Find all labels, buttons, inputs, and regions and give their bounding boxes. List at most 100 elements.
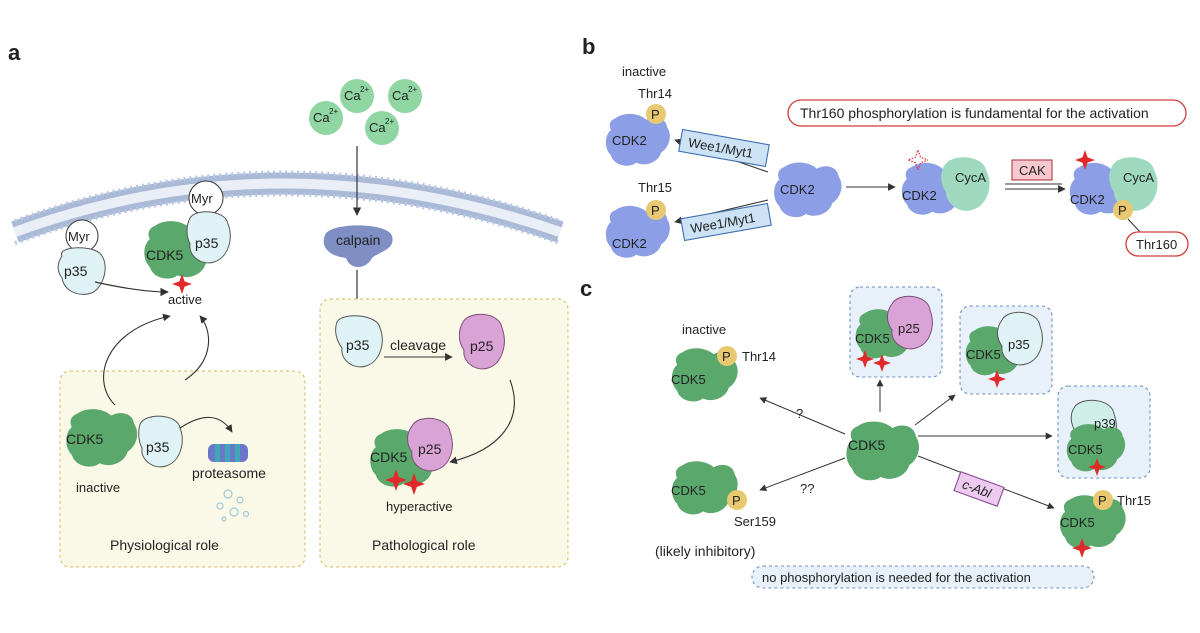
panel-letter-b: b [582,34,595,59]
cdk5-hyperactive-label: CDK5 [370,449,408,465]
peptide-fragments-icon [216,489,250,522]
calpain-label: calpain [336,232,380,248]
active-star [172,274,192,294]
cdk5-inactive-label: CDK5 [66,431,104,447]
p35-bound [186,211,231,264]
no-phospho-note-box [751,565,1095,589]
thr15-label-c: Thr15 [1117,493,1151,508]
p35-pathological [335,315,383,368]
calcium-label-1: Ca [344,88,361,103]
thr160-label: Thr160 [1136,237,1177,252]
phospho-p-thr15-b: P [651,203,660,218]
phospho-p-thr15-c: P [1098,493,1107,508]
phospho-p-ser159: P [732,493,741,508]
calcium-charge-2: 2+ [408,85,417,94]
cdk5-active-label: CDK5 [146,247,184,263]
arrow-p35-to-proteasome [179,416,233,433]
thr14-label-c: Thr14 [742,349,776,364]
cdk5-ser159-label: CDK5 [671,483,706,498]
question-mark-1: ? [796,406,803,421]
cleavage-label: cleavage [390,337,446,353]
cdk5-p39-label: CDK5 [1068,442,1103,457]
cell-membrane [11,170,564,245]
panel-letter-c: c [580,276,592,301]
cyca-protein-2 [1109,157,1158,211]
proteasome-label: proteasome [192,465,266,481]
calcium-charge-4: 2+ [385,117,394,126]
phospho-p-thr14-c: P [722,349,731,364]
wee1-box-top [678,128,770,168]
phospho-thr14-c [717,346,737,366]
p25-bound-label: p25 [418,441,442,457]
arrow-p25-to-hyperactive [449,379,515,465]
active-label: active [168,292,202,307]
question-mark-2: ?? [800,481,814,496]
cak-box [1011,159,1053,181]
phospho-p-thr14-b: P [651,107,660,122]
thr14-label-b: Thr14 [638,86,672,101]
calcium-label-4: Ca [369,120,386,135]
p25-free [458,313,505,370]
cak-label: CAK [1019,163,1046,178]
cdk5-thr15-label: CDK5 [1060,515,1095,530]
likely-inhibitory-label: (likely inhibitory) [655,543,755,559]
phospho-ser159 [727,490,747,510]
thr160-badge [1125,231,1189,257]
ser159-label: Ser159 [734,514,776,529]
thr160-note-box [787,99,1187,127]
inactive-label-c: inactive [682,322,726,337]
inactive-label-b: inactive [622,64,666,79]
wee1-box-bottom [680,202,772,242]
cyca-label-1: CycA [955,170,986,185]
arrow-p35-to-active [94,281,169,297]
p25-free-label: p25 [470,338,494,354]
calcium-label-2: Ca [392,88,409,103]
cdk2-thr15-label: CDK2 [612,236,647,251]
p35-left [57,247,106,295]
myr-label-active: Myr [191,191,213,206]
cdk2-center-label: CDK2 [780,182,815,197]
arrow-to-thr14-c [759,397,846,435]
calcium-charge-1: 2+ [360,85,369,94]
panel-letter-a: a [8,40,21,65]
cyca-label-2: CycA [1123,170,1154,185]
p35-pathological-label: p35 [346,337,370,353]
phospho-thr14-b [646,104,666,124]
p35-left-label: p35 [64,263,88,279]
cdk5-thr14-label: CDK5 [671,372,706,387]
cdk2-cyca-label: CDK2 [902,188,937,203]
hyperactive-label: hyperactive [386,499,452,514]
cdk5-p25-label: CDK5 [855,331,890,346]
p25-c [887,295,933,350]
calcium-ions: Ca 2+ Ca 2+ Ca 2+ Ca 2+ [309,79,422,145]
phospho-thr160 [1113,200,1133,220]
p35-c-label: p35 [1008,337,1030,352]
myr-label-left: Myr [68,229,90,244]
p25-bound [407,417,453,472]
p35-free-label: p35 [146,439,170,455]
thr15-label-b: Thr15 [638,180,672,195]
phospho-thr15-c [1093,490,1113,510]
p39-c-label: p39 [1094,416,1116,431]
arrow-to-p35-c [914,394,956,426]
proteasome-icon [208,444,248,462]
cdk5-p35-label: CDK5 [966,347,1001,362]
no-phospho-note: no phosphorylation is needed for the act… [762,570,1031,585]
arrow-p35-back-to-active [184,315,210,381]
pathological-role-label: Pathological role [372,537,476,553]
p25-c-label: p25 [898,321,920,336]
calcium-charge-3: 2+ [329,107,338,116]
cdk2-active-label: CDK2 [1070,192,1105,207]
p35-c [997,311,1043,366]
phospho-thr15-b [646,200,666,220]
p35-bound-label: p35 [195,235,219,251]
cdk5-center-label: CDK5 [848,437,886,453]
cdk2-thr14-label: CDK2 [612,133,647,148]
calcium-label-3: Ca [313,110,330,125]
thr160-note: Thr160 phosphorylation is fundamental fo… [800,105,1149,121]
p35-free [138,415,183,468]
physiological-role-label: Physiological role [110,537,219,553]
arrow-inactive-to-active [103,313,171,406]
